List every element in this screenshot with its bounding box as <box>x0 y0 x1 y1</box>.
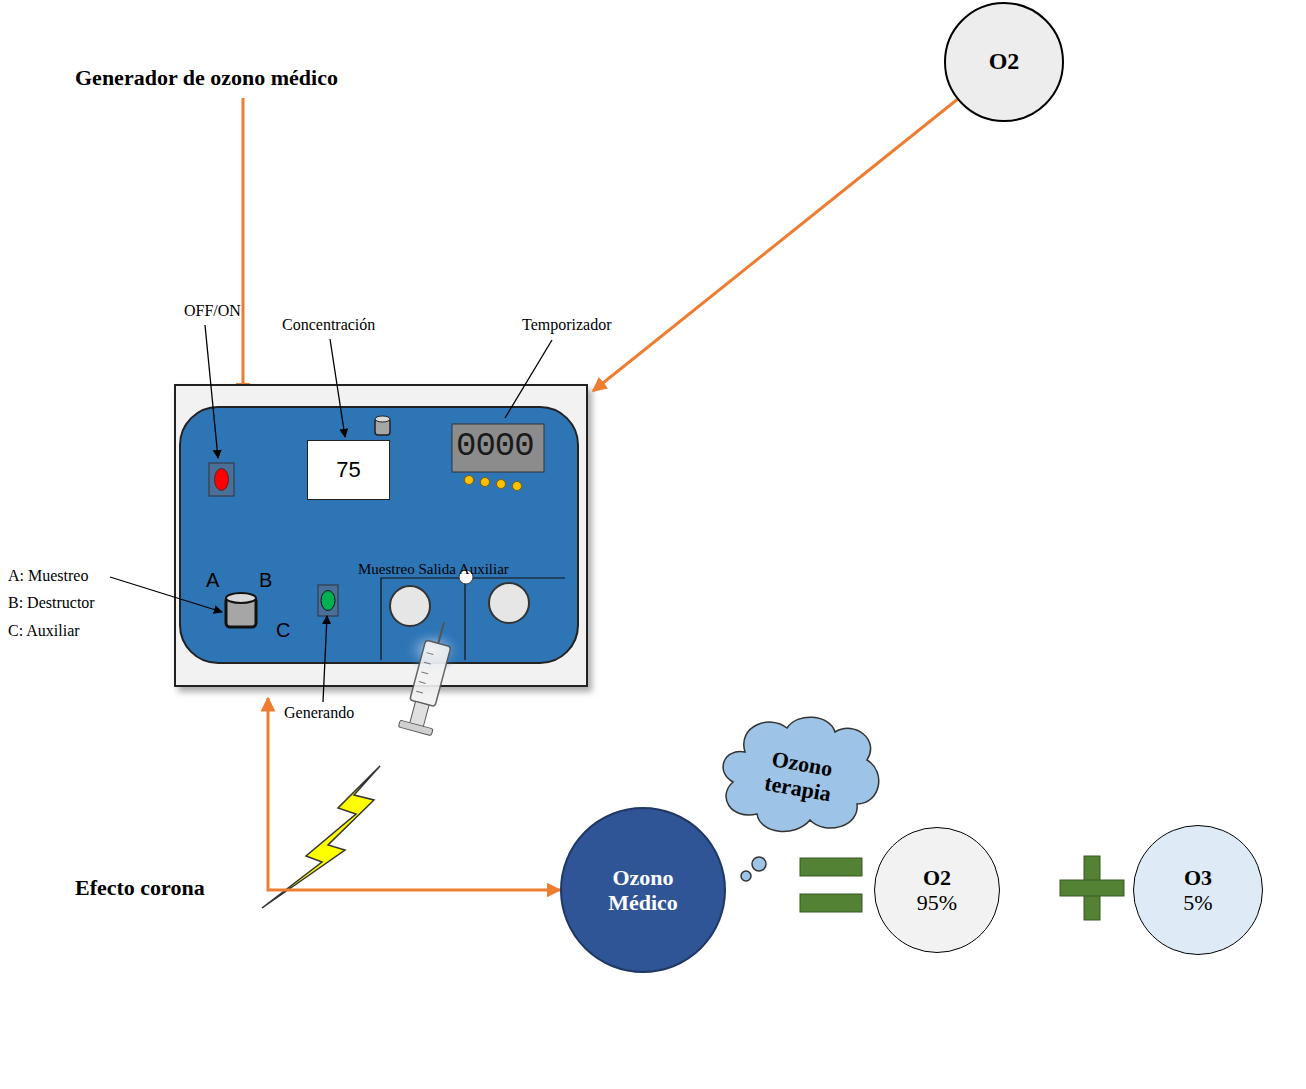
node-text: 75 <box>336 457 360 482</box>
flow-arrow <box>593 100 957 392</box>
node-text: C <box>276 619 290 642</box>
selector-legend: A: Muestreo <box>8 567 88 585</box>
node-text: B <box>259 569 272 592</box>
node-text: O2 <box>989 48 1020 76</box>
oxygen-circle: O2 <box>944 2 1064 122</box>
timer-label: Temporizador <box>522 316 612 334</box>
selector-legend: C: Auxiliar <box>8 622 80 640</box>
corona-label: Efecto corona <box>75 876 205 900</box>
node-text: O3 <box>1184 865 1212 890</box>
generating-label: Generando <box>284 704 354 722</box>
oxygen-percent-circle: O295% <box>874 827 1000 953</box>
concentration-display: 75 <box>307 440 390 500</box>
switch-label: OFF/ON <box>184 302 241 320</box>
thought-cloud: Ozono terapia <box>715 712 885 840</box>
timer-digits: 0000 <box>456 428 534 465</box>
flow-arrow <box>268 698 560 890</box>
concentration-label: Concentración <box>282 316 375 334</box>
device-title: Generador de ozono médico <box>75 66 338 90</box>
ozone-percent-circle: O35% <box>1133 825 1263 955</box>
node-text: Muestreo Salida Auxiliar <box>358 561 509 578</box>
node-text: O2 <box>923 865 951 890</box>
medical-ozone-circle: Ozono Médico <box>560 807 726 973</box>
node-text: 5% <box>1183 890 1212 915</box>
node-text: 95% <box>917 890 957 915</box>
node-text: Ozono Médico <box>588 865 698 916</box>
node-text: A <box>206 569 219 592</box>
selector-legend: B: Destructor <box>8 594 95 612</box>
